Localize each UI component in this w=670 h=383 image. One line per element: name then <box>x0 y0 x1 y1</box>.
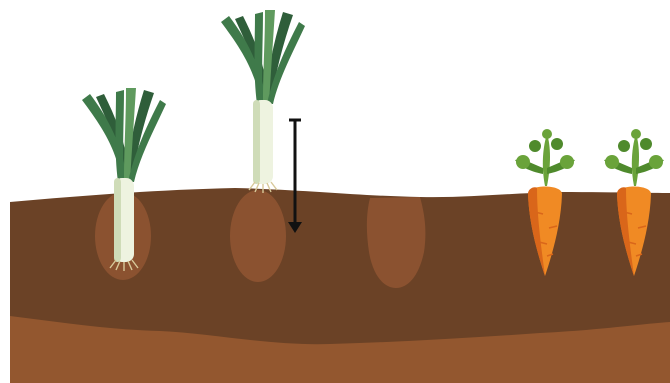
leek-2-icon <box>221 10 305 193</box>
planting-hole-2 <box>230 190 286 282</box>
